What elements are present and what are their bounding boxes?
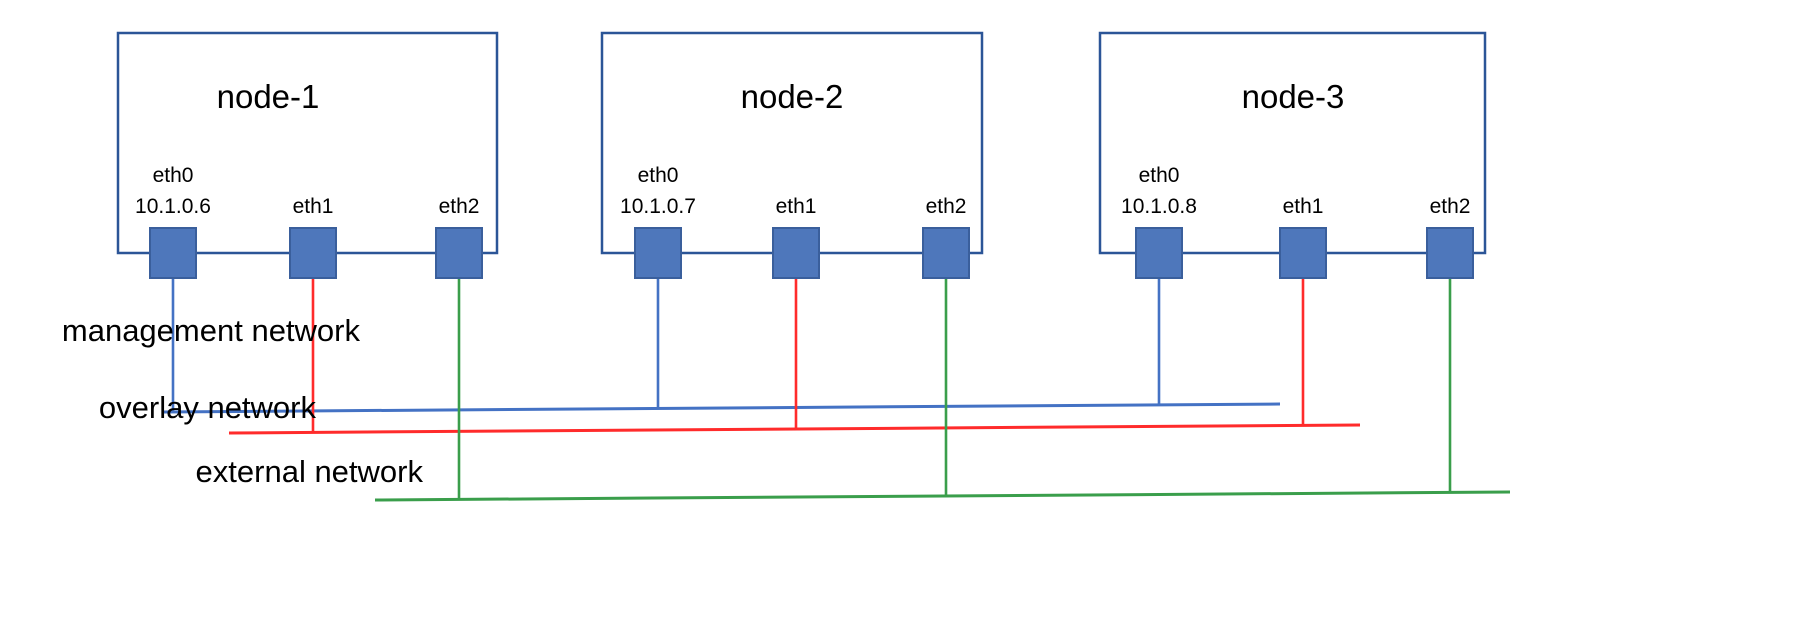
nodes-layer: node-1 eth0 10.1.0.6 eth1 eth2 node-2 eth0 10.1…: [116, 31, 1487, 279]
bus-line-management: [162, 402, 1281, 414]
port-node-2-eth2[interactable]: [922, 227, 970, 279]
port-node-2-eth0[interactable]: [634, 227, 682, 279]
bus-line-external: [374, 490, 1511, 502]
port-label-node-2-eth1: eth1: [776, 195, 817, 218]
node-title-node-3: node-3: [1242, 78, 1345, 115]
node-box-node-1[interactable]: [116, 31, 499, 255]
port-node-3-eth0[interactable]: [1135, 227, 1183, 279]
network-label-management: management network: [62, 313, 361, 348]
port-drop-lines-layer: [171, 278, 1452, 500]
node-box-node-2[interactable]: [600, 31, 984, 255]
node-title-node-2: node-2: [741, 78, 844, 115]
port-label-node-2-eth2: eth2: [926, 195, 967, 218]
port-label-node-1-eth2: eth2: [439, 195, 480, 218]
port-label-node-3-eth1: eth1: [1283, 195, 1324, 218]
port-node-1-eth2[interactable]: [435, 227, 483, 279]
node-group-node-2: node-2 eth0 10.1.0.7 eth1 eth2: [600, 31, 984, 279]
network-labels-layer: management network overlay network externa…: [62, 313, 424, 489]
network-buses-layer: [162, 402, 1511, 502]
port-address-node-2-eth0: 10.1.0.7: [620, 195, 696, 218]
bus-line-overlay: [228, 423, 1361, 435]
node-box-node-3[interactable]: [1098, 31, 1487, 255]
port-address-node-3-eth0: 10.1.0.8: [1121, 195, 1197, 218]
port-node-2-eth1[interactable]: [772, 227, 820, 279]
port-node-3-eth2[interactable]: [1426, 227, 1474, 279]
port-node-1-eth0[interactable]: [149, 227, 197, 279]
node-title-node-1: node-1: [217, 78, 320, 115]
port-label-node-1-eth1: eth1: [293, 195, 334, 218]
network-label-overlay: overlay network: [99, 390, 317, 425]
port-node-1-eth1[interactable]: [289, 227, 337, 279]
port-label-node-3-eth0: eth0: [1139, 164, 1180, 187]
network-label-external: external network: [196, 454, 424, 489]
node-group-node-1: node-1 eth0 10.1.0.6 eth1 eth2: [116, 31, 499, 279]
port-address-node-1-eth0: 10.1.0.6: [135, 195, 211, 218]
port-node-3-eth1[interactable]: [1279, 227, 1327, 279]
node-group-node-3: node-3 eth0 10.1.0.8 eth1 eth2: [1098, 31, 1487, 279]
port-label-node-2-eth0: eth0: [638, 164, 679, 187]
port-label-node-3-eth2: eth2: [1430, 195, 1471, 218]
port-label-node-1-eth0: eth0: [153, 164, 194, 187]
